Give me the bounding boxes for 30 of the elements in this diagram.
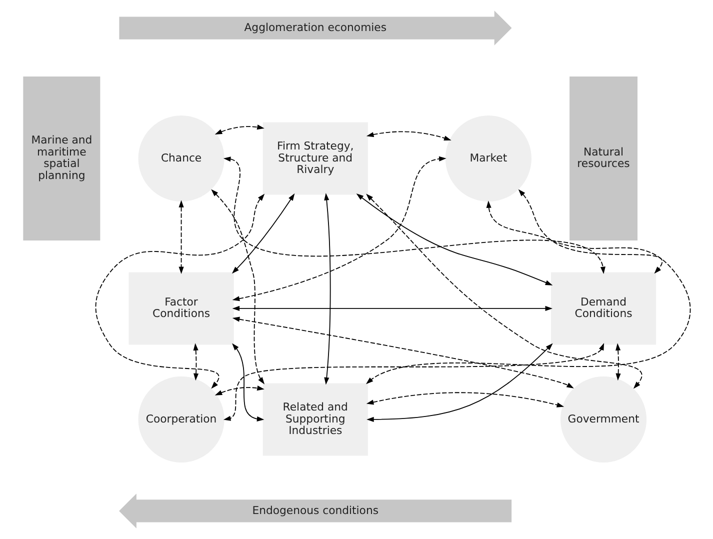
arrow (178, 200, 184, 274)
node-box: Demand Conditions (550, 272, 656, 345)
node-circle: Market (444, 115, 531, 202)
arrow (232, 316, 574, 388)
node-box: Natural resources (569, 76, 637, 240)
arrow (366, 200, 690, 384)
arrow (192, 343, 198, 381)
arrow (518, 189, 662, 274)
arrow (232, 156, 446, 302)
arrow (366, 343, 552, 422)
node-box: Related and Supporting Industries (262, 383, 368, 456)
arrow (214, 386, 264, 396)
arrow (324, 193, 330, 385)
arrow (366, 131, 451, 141)
node-box: Marine and maritime spatial planning (22, 76, 100, 240)
arrow (94, 194, 264, 389)
arrow (222, 156, 605, 274)
arrow (615, 343, 620, 381)
arrow (231, 193, 294, 274)
arrow (366, 194, 642, 389)
node-box: Factor Conditions (128, 272, 234, 345)
arrow (222, 342, 604, 421)
node-box: Firm Strategy, Structure and Rivalry (262, 122, 368, 195)
arrow (232, 306, 552, 311)
arrow (232, 343, 264, 422)
arrow (366, 392, 564, 408)
node-circle: Govermment (560, 376, 646, 462)
arrow (210, 189, 264, 384)
arrow (356, 193, 552, 286)
arrow (214, 124, 264, 134)
